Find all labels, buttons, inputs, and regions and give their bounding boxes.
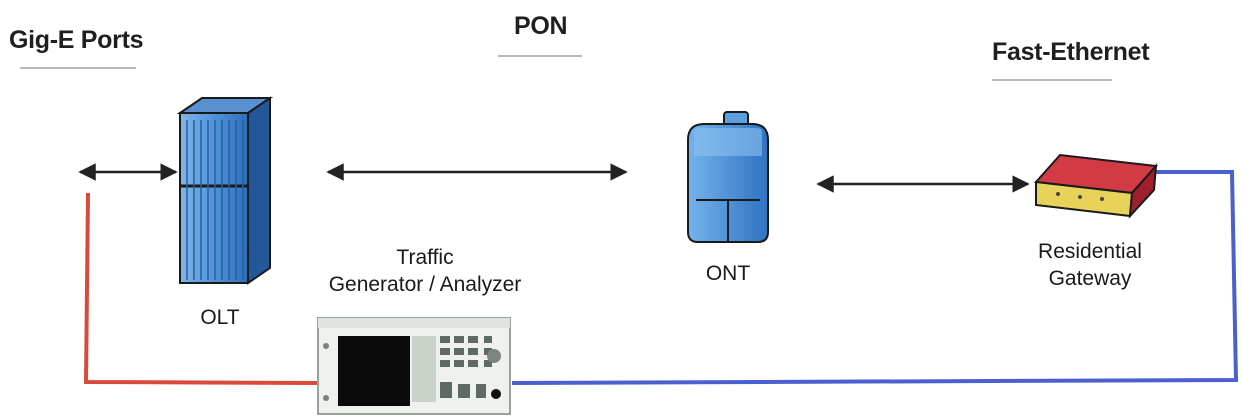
traffic-analyzer-icon (317, 317, 511, 415)
traffic-analyzer-label: Traffic Generator / Analyzer (290, 244, 560, 298)
fast-ethernet-heading: Fast-Ethernet (992, 38, 1150, 66)
gateway-label-line1: Residential (1038, 240, 1142, 263)
red-cable (83, 192, 323, 385)
olt-icon (176, 96, 274, 285)
pon-heading: PON (514, 12, 568, 40)
residential-gateway-icon (1033, 153, 1159, 219)
olt-label: OLT (200, 306, 240, 329)
ont-label: ONT (705, 262, 751, 285)
gateway-label-line2: Gateway (1048, 267, 1132, 290)
gig-e-underline (20, 67, 136, 69)
blue-cable (511, 170, 1239, 385)
residential-gateway-label: Residential Gateway (1020, 238, 1160, 292)
traffic-analyzer-label-line1: Traffic (396, 246, 454, 269)
traffic-analyzer-label-line2: Generator / Analyzer (328, 273, 522, 296)
pon-underline (498, 55, 582, 57)
ont-icon (687, 111, 769, 243)
gig-e-ports-heading: Gig-E Ports (9, 26, 144, 54)
fast-ethernet-underline (992, 79, 1112, 81)
